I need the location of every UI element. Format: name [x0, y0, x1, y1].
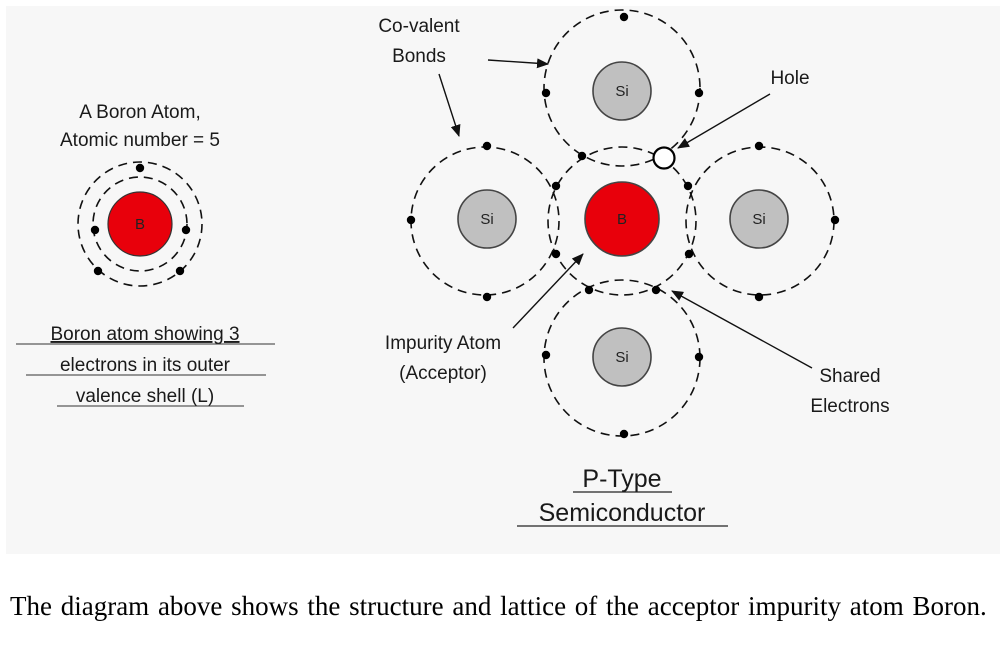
ptype-subtitle: Semiconductor — [539, 499, 706, 527]
electron — [619, 12, 629, 22]
hole-label: Hole — [770, 68, 809, 89]
covalent-bonds-label: Co-valent — [378, 16, 460, 37]
atomic-number-label: Atomic number = 5 — [60, 130, 220, 151]
top-si-label: Si — [615, 83, 628, 100]
lattice-nuclei: Si Si B Si Si — [457, 61, 789, 387]
covalent-arrow-right — [487, 58, 549, 69]
electron — [541, 88, 551, 98]
electron — [683, 181, 693, 191]
bottom-si-nucleus — [592, 327, 652, 387]
boron-inner-shell — [92, 176, 188, 272]
electron — [619, 429, 629, 439]
top-si-orbit — [543, 9, 701, 167]
electron — [541, 350, 551, 360]
boron-atom-model: A Boron Atom, Atomic number = 5 B Boron … — [16, 102, 275, 407]
right-si-label: Si — [752, 211, 765, 228]
electron — [93, 266, 103, 276]
diagram-panel: A Boron Atom, Atomic number = 5 B Boron … — [6, 6, 1000, 554]
electron — [406, 215, 416, 225]
electron — [584, 285, 594, 295]
electron — [754, 141, 764, 151]
impurity-atom-label: (Acceptor) — [399, 363, 487, 384]
center-b-nucleus — [584, 181, 660, 257]
boron-atom-title: A Boron Atom, — [79, 102, 200, 123]
electron — [684, 249, 694, 259]
electron — [551, 249, 561, 259]
electron — [482, 292, 492, 302]
shared-electrons-label: Electrons — [810, 396, 889, 417]
hole-arrow — [677, 93, 771, 149]
center-b-orbit — [547, 146, 697, 296]
electron — [694, 352, 704, 362]
shared-electrons-arrow — [671, 290, 813, 369]
p-type-semiconductor-diagram: A Boron Atom, Atomic number = 5 B Boron … — [16, 9, 890, 527]
boron-outer-shell — [77, 161, 203, 287]
electron — [90, 225, 100, 235]
figure-caption: The diagram above shows the structure an… — [10, 591, 987, 621]
ptype-title: P-Type — [582, 465, 661, 493]
impurity-arrow — [512, 253, 584, 329]
electron — [651, 285, 661, 295]
shared-electrons-label: Shared — [819, 366, 880, 387]
left-si-nucleus — [457, 189, 517, 249]
electron — [482, 141, 492, 151]
top-si-nucleus — [592, 61, 652, 121]
annotations: Co-valent Bonds Hole Impurity Atom (Acce… — [378, 16, 889, 527]
covalent-arrow-down — [438, 73, 461, 137]
electron — [830, 215, 840, 225]
electron — [135, 163, 145, 173]
electron — [551, 181, 561, 191]
bottom-si-label: Si — [615, 349, 628, 366]
electron — [175, 266, 185, 276]
electron — [577, 151, 587, 161]
boron-nucleus — [107, 191, 173, 257]
right-si-nucleus — [729, 189, 789, 249]
electron — [181, 225, 191, 235]
electron — [694, 88, 704, 98]
covalent-bonds-label: Bonds — [392, 46, 446, 67]
center-b-label: B — [617, 211, 627, 228]
boron-nucleus-label: B — [135, 216, 145, 233]
boron-caption-line-3: valence shell (L) — [76, 386, 214, 407]
boron-caption-line-2: electrons in its outer — [60, 355, 231, 376]
left-si-label: Si — [480, 211, 493, 228]
boron-caption-line-1: Boron atom showing 3 — [50, 324, 239, 345]
electron — [754, 292, 764, 302]
impurity-atom-label: Impurity Atom — [385, 333, 501, 354]
hole-marker — [652, 146, 676, 170]
lattice-electrons — [406, 12, 840, 439]
